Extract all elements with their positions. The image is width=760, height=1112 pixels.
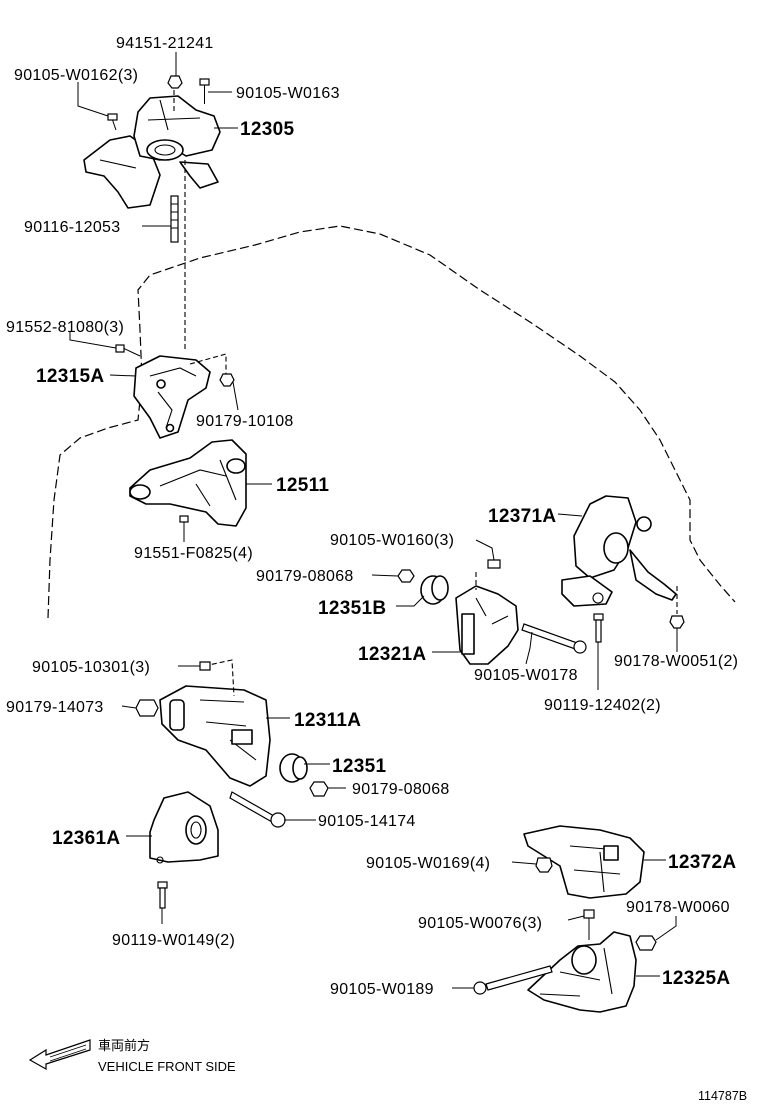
bolt-90105-W0076	[583, 909, 595, 940]
label-12305: 12305	[240, 119, 294, 140]
label-12371A: 12371A	[488, 506, 556, 527]
label-90105-W0163: 90105-W0163	[236, 85, 340, 102]
bolt-90105-W0162	[107, 113, 118, 131]
label-90119-12402: 90119-12402(2)	[544, 697, 661, 714]
mount-12372A	[523, 825, 645, 899]
stud-90116-12053	[170, 195, 179, 243]
leader-lines	[69, 52, 678, 989]
bracket-12511	[129, 439, 247, 527]
label-90179-14073: 90179-14073	[6, 699, 104, 716]
nut-90179-08068-b	[309, 781, 329, 797]
label-12321A: 12321A	[358, 644, 426, 665]
direction-label-en: VEHICLE FRONT SIDE	[98, 1059, 236, 1074]
bracket-12325A	[527, 931, 637, 1013]
mount-12371A	[561, 495, 677, 607]
bracket-12315A	[133, 355, 211, 439]
label-90178-W0051: 90178-W0051(2)	[614, 653, 738, 670]
nut-90179-10108	[219, 373, 235, 387]
label-12311A: 12311A	[294, 710, 361, 731]
label-12372A: 12372A	[668, 852, 736, 873]
label-90105-14174: 90105-14174	[318, 813, 416, 830]
nut-94151-21241	[167, 75, 183, 89]
label-90119-W0149: 90119-W0149(2)	[112, 932, 235, 949]
bracket-12321A	[455, 585, 519, 665]
label-90105-10301: 90105-10301(3)	[32, 659, 150, 676]
bolt-90178-W0051	[669, 586, 685, 629]
front-direction-arrow-icon	[28, 1039, 91, 1071]
label-91551-F0825: 91551-F0825(4)	[134, 545, 253, 562]
label-12325A: 12325A	[662, 968, 730, 989]
mount-12311A	[159, 685, 271, 787]
label-90179-08068-a: 90179-08068	[256, 568, 354, 585]
label-90105-W0169: 90105-W0169(4)	[366, 855, 490, 872]
label-90105-W0076: 90105-W0076(3)	[418, 915, 542, 932]
bolt-90105-14174	[229, 791, 286, 828]
figure-id: 114787B	[698, 1089, 747, 1103]
mount-12361A	[149, 791, 219, 864]
label-90105-W0160: 90105-W0160(3)	[330, 532, 454, 549]
bolt-90105-10301	[199, 661, 211, 671]
nut-90179-08068-a	[397, 569, 415, 583]
label-12351: 12351	[332, 756, 386, 777]
label-90178-W0060: 90178-W0060	[626, 899, 730, 916]
direction-label-jp: 車両前方	[98, 1038, 150, 1053]
bolt-90105-W0160	[475, 559, 501, 590]
bolt-90119-12402	[593, 613, 604, 643]
label-90105-W0178: 90105-W0178	[474, 667, 578, 684]
label-12361A: 12361A	[52, 828, 120, 849]
label-94151-21241: 94151-21241	[116, 35, 214, 52]
bushing-12351	[279, 753, 308, 783]
nut-90179-14073	[135, 699, 159, 717]
label-90116-12053: 90116-12053	[24, 219, 120, 236]
bolt-91551-F0825	[179, 515, 189, 528]
label-12315A: 12315A	[36, 366, 104, 387]
label-90105-W0162: 90105-W0162(3)	[14, 67, 138, 84]
label-91552-81080: 91552-81080(3)	[6, 319, 124, 336]
label-12351B: 12351B	[318, 598, 386, 619]
label-12511: 12511	[276, 475, 329, 496]
engine-outline	[47, 225, 736, 619]
bolt-91552-81080	[115, 344, 141, 357]
bolt-90105-W0163	[199, 78, 210, 104]
bolt-90105-W0178	[521, 623, 587, 654]
label-90179-10108: 90179-10108	[196, 413, 294, 430]
label-90105-W0189: 90105-W0189	[330, 981, 434, 998]
bolt-90105-W0169	[535, 857, 553, 873]
bushing-12351B	[420, 575, 449, 605]
bolt-90119-W0149	[157, 881, 168, 909]
label-90179-08068-b: 90179-08068	[352, 781, 450, 798]
mount-12305	[83, 95, 221, 209]
nut-90178-W0060	[635, 935, 657, 951]
